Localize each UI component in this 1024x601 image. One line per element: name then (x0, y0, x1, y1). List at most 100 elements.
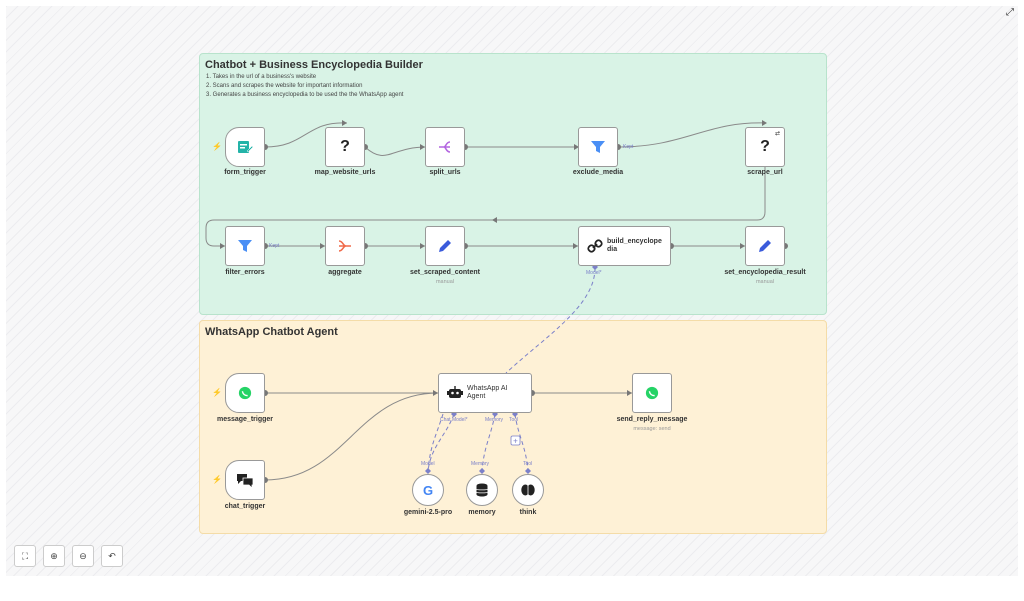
sticky-step: 1. Takes in the url of a business's webs… (206, 74, 317, 80)
question-icon: ? (340, 138, 350, 155)
brain-icon (521, 484, 535, 496)
connection (617, 122, 767, 148)
node-aggregate[interactable] (325, 226, 365, 266)
node-think[interactable] (512, 474, 544, 506)
node-gemini[interactable]: G (412, 474, 444, 506)
sticky-step: 3. Generates a business encyclopedia to … (206, 92, 404, 98)
ai-port (425, 468, 431, 474)
ai-connection (505, 267, 596, 374)
database-icon (476, 483, 488, 497)
question-icon: ? (760, 138, 770, 155)
node-label: exclude_media (572, 169, 624, 176)
link-icon (587, 239, 603, 253)
trigger-bolt-icon: ⚡ (212, 142, 222, 151)
google-icon: G (422, 482, 434, 498)
node-label: split_urls (429, 169, 461, 176)
http-badge-icon: ⇄ (774, 131, 780, 137)
node-label: aggregate (328, 269, 362, 276)
node-label: map_website_urls (314, 169, 376, 176)
trigger-bolt-icon: ⚡ (212, 475, 222, 484)
arrow-head (342, 120, 347, 126)
port-label: Memory (471, 461, 490, 467)
node-build-encyclopedia[interactable]: build_encyclope dia (578, 226, 671, 266)
port-label: Tool (523, 461, 533, 467)
sticky-note-builder[interactable]: Chatbot + Business Encyclopedia Builder … (199, 53, 827, 315)
arrow-head (740, 243, 745, 249)
connection (205, 147, 766, 247)
node-label: send_reply_message (616, 416, 688, 423)
ai-port (479, 468, 485, 474)
node-subtitle: manual (435, 279, 455, 285)
port-label: Model* (586, 270, 602, 276)
ai-port (525, 468, 531, 474)
pencil-icon (759, 240, 771, 252)
node-label: memory (468, 509, 496, 516)
funnel-icon (238, 240, 252, 252)
node-map-website-urls[interactable]: ? (325, 127, 365, 167)
sticky-steps: 1. Takes in the url of a business's webs… (206, 73, 403, 100)
aggregate-icon (338, 240, 351, 252)
node-split-urls[interactable] (425, 127, 465, 167)
node-filter-errors[interactable] (225, 226, 265, 266)
node-chat-trigger[interactable] (225, 460, 265, 500)
robot-icon (447, 386, 463, 398)
zoom-in-button[interactable]: ⊕ (43, 545, 65, 567)
node-title: build_encyclope dia (607, 238, 662, 253)
node-subtitle: manual (755, 279, 775, 285)
node-label: think (519, 509, 537, 516)
fit-view-button[interactable]: ⛶ (14, 545, 36, 567)
ai-connection (427, 413, 455, 472)
zoom-out-button[interactable]: ⊖ (72, 545, 94, 567)
funnel-icon (591, 141, 605, 153)
expand-icon[interactable]: ⤢ (1006, 7, 1014, 18)
undo-button[interactable]: ↶ (101, 545, 123, 567)
node-label: filter_errors (225, 269, 265, 276)
connection (264, 392, 439, 481)
form-icon (238, 141, 253, 153)
port-label: Kept (269, 243, 280, 249)
node-title: WhatsApp AI Agent (467, 385, 508, 400)
arrow-head (574, 144, 579, 150)
sticky-title: Chatbot + Business Encyclopedia Builder (205, 59, 423, 71)
node-scrape-url[interactable]: ⇄ ? (745, 127, 785, 167)
arrow-head (433, 390, 438, 396)
node-message-trigger[interactable] (225, 373, 265, 413)
node-memory[interactable] (466, 474, 498, 506)
sticky-note-agent[interactable]: WhatsApp Chatbot Agent (199, 320, 827, 534)
arrow-head (492, 217, 497, 223)
port-label: Memory (485, 417, 504, 423)
add-tool-button (510, 435, 521, 446)
arrow-head (420, 243, 425, 249)
node-label: gemini-2.5-pro (403, 509, 453, 516)
ai-connection (481, 413, 496, 472)
connection (364, 146, 427, 156)
node-send-reply-message[interactable] (632, 373, 672, 413)
node-label: scrape_url (747, 169, 783, 176)
node-subtitle: message: send (633, 426, 671, 432)
node-form-trigger[interactable] (225, 127, 265, 167)
port-label: Model (421, 461, 435, 467)
node-label: set_encyclopedia_result (724, 269, 806, 276)
node-label: chat_trigger (224, 503, 266, 510)
node-set-encyclopedia-result[interactable] (745, 226, 785, 266)
arrow-head (420, 144, 425, 150)
workflow-canvas[interactable]: Chatbot + Business Encyclopedia Builder … (6, 6, 1018, 576)
node-exclude-media[interactable] (578, 127, 618, 167)
node-set-scraped-content[interactable] (425, 226, 465, 266)
split-icon (439, 141, 451, 153)
ai-connection (427, 413, 444, 472)
chat-bubbles-icon (237, 474, 254, 488)
arrow-head (220, 243, 225, 249)
port-label: Tool (509, 417, 519, 423)
whatsapp-icon (238, 386, 252, 400)
arrow-head (320, 243, 325, 249)
arrow-head (627, 390, 632, 396)
arrow-head (762, 120, 767, 126)
trigger-bolt-icon: ⚡ (212, 388, 222, 397)
sticky-title: WhatsApp Chatbot Agent (205, 326, 338, 338)
ai-connection (514, 413, 529, 472)
node-whatsapp-ai-agent[interactable]: WhatsApp AI Agent (438, 373, 532, 413)
port-label: Chat Model* (440, 417, 468, 423)
node-label: set_scraped_content (409, 269, 481, 276)
sticky-step: 2. Scans and scrapes the website for imp… (206, 83, 363, 89)
